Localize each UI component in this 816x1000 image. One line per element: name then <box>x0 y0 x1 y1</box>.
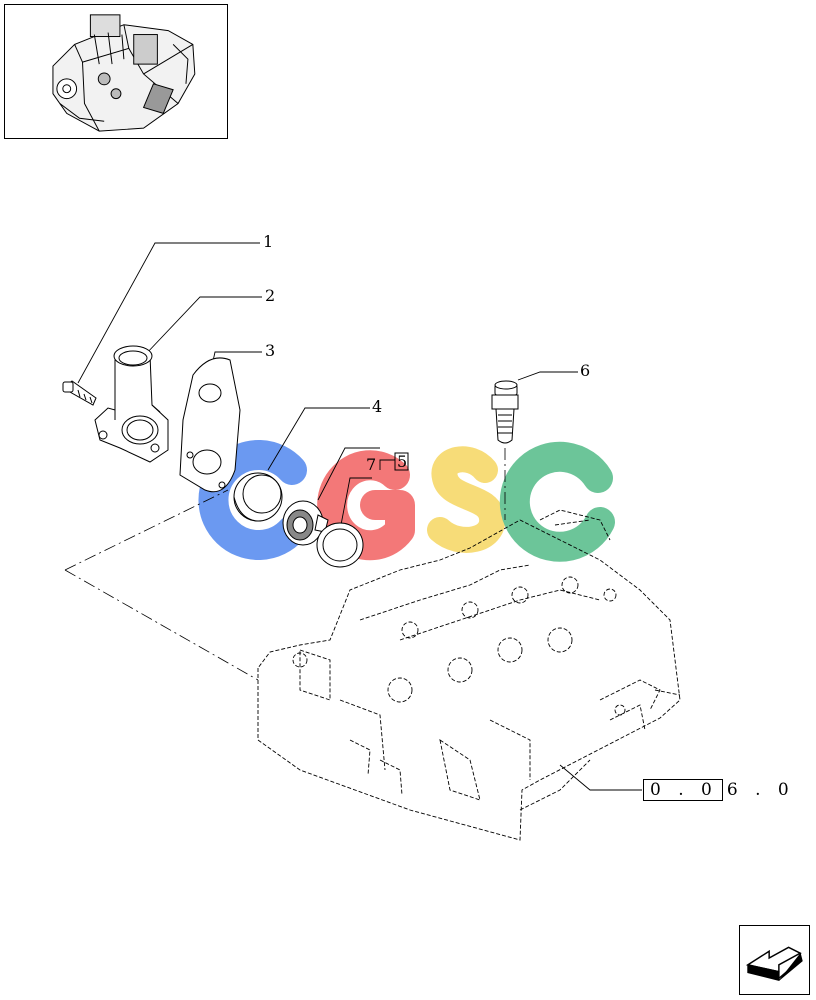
part-4-seal-ring[interactable] <box>233 472 283 522</box>
part-1-bolt[interactable] <box>62 380 97 406</box>
part-6-temperature-sensor[interactable] <box>491 380 519 444</box>
callout-2: 2 <box>265 286 275 305</box>
part-5-thermostat[interactable] <box>282 500 329 546</box>
callout-3: 3 <box>265 341 275 360</box>
alignment-lines <box>64 448 506 681</box>
callout-7: 7 <box>366 455 376 474</box>
watermark <box>198 440 615 562</box>
reference-code-boxed: 0 . 0 <box>643 779 723 801</box>
engine-thumbnail <box>4 4 228 139</box>
callout-5: 5 <box>397 452 407 471</box>
callout-4: 4 <box>372 397 382 416</box>
reference-code-rest: 6 . 0 <box>726 780 795 800</box>
next-page-button[interactable] <box>739 925 810 995</box>
part-2-thermostat-housing[interactable] <box>94 345 169 463</box>
callout-1: 1 <box>263 232 273 251</box>
callout-6: 6 <box>580 361 590 380</box>
part-3-gasket[interactable] <box>179 357 241 493</box>
watermark-letter-s <box>427 446 506 553</box>
watermark-letter-c2 <box>499 441 615 562</box>
leader-lines <box>77 242 642 791</box>
cylinder-head <box>257 509 681 841</box>
watermark-letter-g <box>317 450 415 561</box>
reference-code[interactable]: 0 . 0 6 . 0 <box>643 779 795 801</box>
watermark-letter-c <box>198 440 307 560</box>
part-7-o-ring[interactable] <box>316 522 364 568</box>
next-page-arrow-icon <box>745 946 803 982</box>
engine-thumbnail-icon <box>52 14 196 132</box>
callout-5-box <box>394 452 409 471</box>
